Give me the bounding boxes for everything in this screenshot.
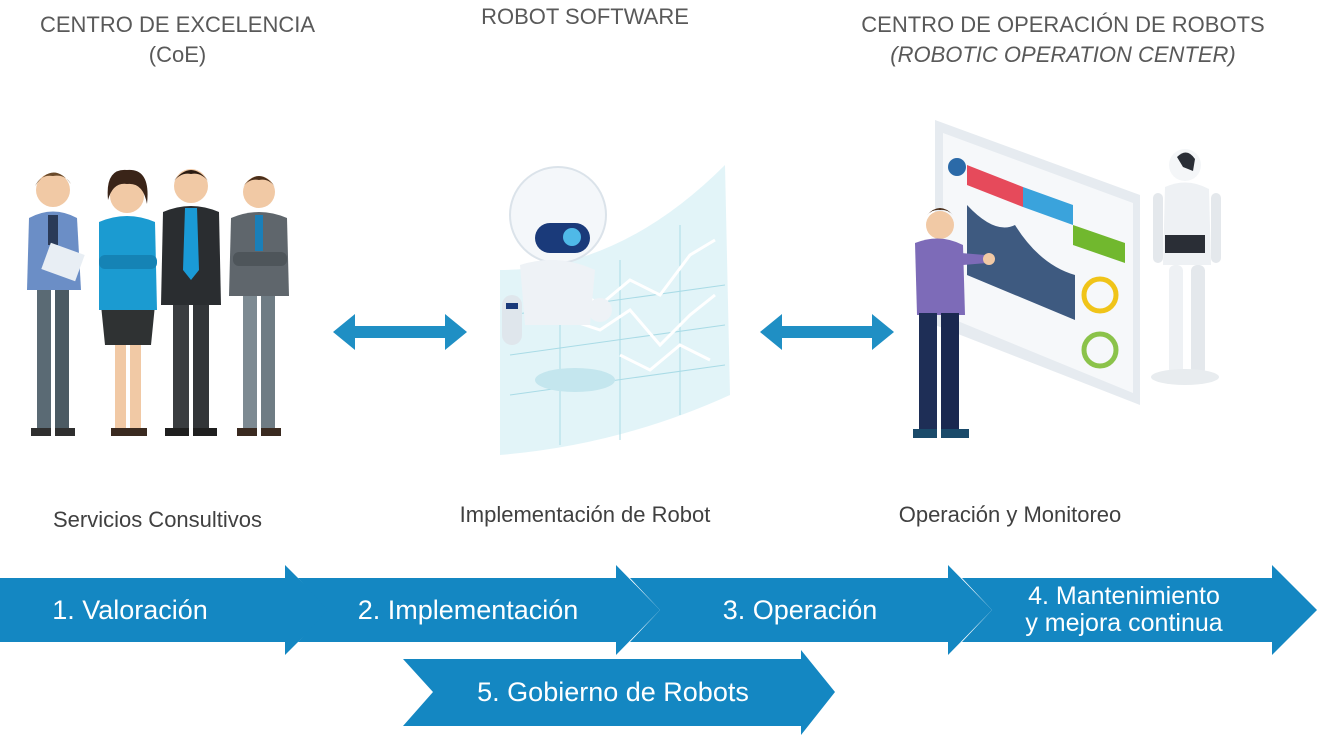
step-label: 3. Operación [722,595,878,625]
roc-header: CENTRO DE OPERACIÓN DE ROBOTS (ROBOTIC O… [808,10,1318,70]
person-icon [99,169,157,436]
roc-title: CENTRO DE OPERACIÓN DE ROBOTS [861,12,1265,37]
step-label: 1. Valoración [52,595,208,625]
robot-header: ROBOT SOFTWARE [460,2,710,32]
robot-illustration [500,165,730,455]
step-label-line1: 4. Mantenimiento [1028,582,1220,610]
double-arrow-icon [760,314,894,350]
person-icon [161,169,221,436]
caption-operation: Operación y Monitoreo [898,502,1122,527]
coe-title: CENTRO DE EXCELENCIA [39,12,316,37]
coe-header: CENTRO DE EXCELENCIA (CoE) [0,10,355,70]
step-valoracion[interactable]: 1. Valoración [0,565,330,655]
caption-consulting: Servicios Consultivos [52,507,263,532]
person-icon [27,172,85,436]
operator-dashboard-illustration [913,120,1221,438]
step-label: 4. Mantenimiento y mejora continua [984,583,1264,637]
step-label: 2. Implementación [357,595,579,625]
person-icon [229,176,289,436]
team-illustration [27,169,289,436]
step-label: 5. Gobierno de Robots [477,677,749,707]
step-operacion[interactable]: 3. Operación [630,565,992,655]
step-mantenimiento[interactable]: 4. Mantenimiento y mejora continua [962,565,1317,655]
robot-title: ROBOT SOFTWARE [481,4,689,29]
roc-subtitle: (ROBOTIC OPERATION CENTER) [890,42,1236,67]
coe-subtitle: (CoE) [148,42,207,67]
double-arrow-icon [333,314,467,350]
step-gobierno[interactable]: 5. Gobierno de Robots [403,650,835,735]
caption-implementation: Implementación de Robot [459,502,711,527]
step-implementacion[interactable]: 2. Implementación [298,565,660,655]
step-label-line2: y mejora continua [1025,609,1223,637]
